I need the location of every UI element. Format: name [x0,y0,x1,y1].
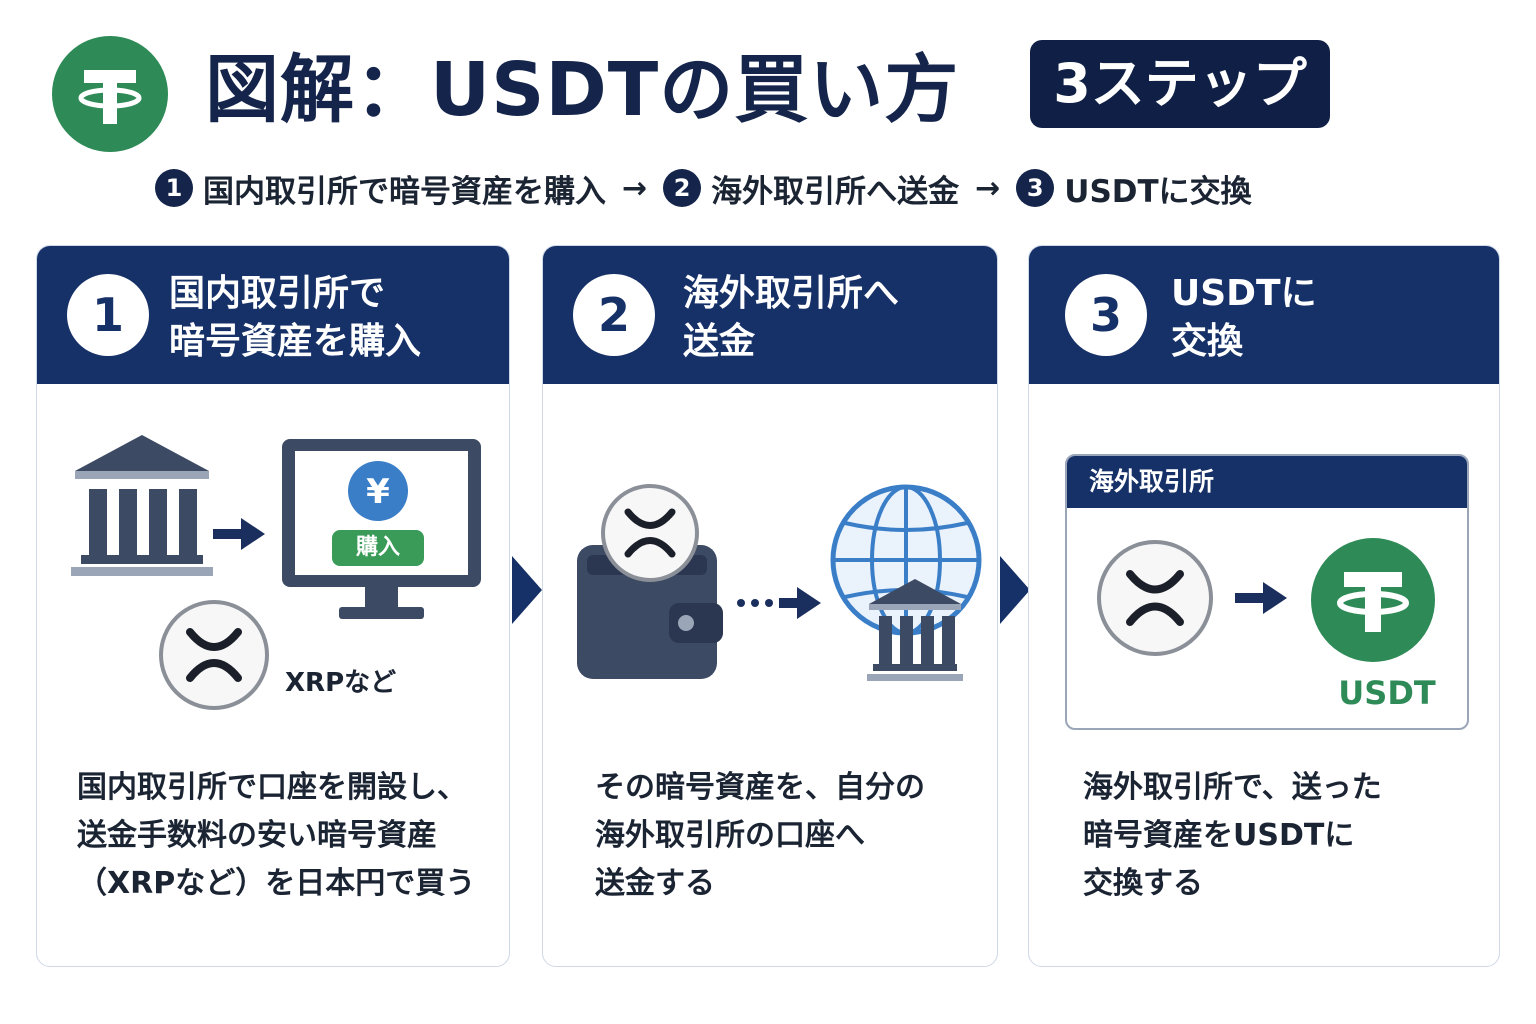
bank-icon [867,579,963,681]
step-3-desc-line-3: 交換する [1083,866,1203,901]
step-3-desc-line-2: 暗号資産をUSDTに [1083,818,1355,853]
arrow-right-icon [1235,582,1287,614]
usdt-label: USDT [1338,674,1436,712]
overseas-exchange-title: 海外取引所 [1067,456,1467,508]
step-2-desc-line-2: 海外取引所の口座へ [595,818,865,853]
step-3-title-line-1: USDTに [1171,273,1317,314]
step-2-desc-line-3: 送金する [595,866,715,901]
steps-badge: 3ステップ [1030,40,1330,128]
flow-step-1-label: 国内取引所で暗号資産を購入 [203,173,606,210]
step-2-number: 2 [573,274,655,356]
xrp-coin-icon [159,600,269,710]
flow-arrow-1: → [622,170,648,206]
step-1-title-line-1: 国内取引所で [169,273,386,314]
step-2-header: 2 海外取引所へ 送金 [543,246,997,384]
yen-coin-icon: ¥ [348,461,408,521]
overseas-exchange-box: 海外取引所 USDT [1065,454,1469,730]
xrp-coin-icon [1097,540,1213,656]
tether-icon [1311,538,1435,662]
xrp-note: XRPなど [285,668,397,698]
step-2-desc-line-1: その暗号資産を、自分の [595,770,925,805]
flow-step-1-number: 1 [155,169,193,207]
flow-step-3-label: USDTに交換 [1064,173,1252,210]
step-card-3: 3 USDTに 交換 海外取引所 USDT 海外取引所で、送った 暗号資産をUS… [1028,245,1500,967]
flow-arrow-2: → [975,170,1001,206]
flow-step-2-number: 2 [663,169,702,207]
flow-step-3-number: 3 [1016,169,1055,207]
flow-summary: 1 国内取引所で暗号資産を購入 → 2 海外取引所へ送金 → 3 USDTに交換 [155,165,1252,211]
step-2-title-line-2: 送金 [683,321,756,362]
step-card-1: 1 国内取引所で 暗号資産を購入 ¥ 購入 XRPなど 国内取引所で [36,245,510,967]
step-divider-arrow-2 [1000,556,1030,624]
step-3-title-line-2: 交換 [1171,321,1244,362]
step-3-header: 3 USDTに 交換 [1029,246,1499,384]
step-1-desc-line-1: 国内取引所で口座を開設し、 [77,770,467,805]
dotted-arrow-icon [737,587,821,619]
buy-label: 購入 [332,530,424,566]
step-1-number: 1 [67,274,149,356]
step-2-description: その暗号資産を、自分の 海外取引所の口座へ 送金する [595,764,925,908]
step-divider-arrow-1 [512,556,542,624]
tether-logo-icon [52,36,168,152]
bank-icon [71,435,213,576]
step-3-number: 3 [1065,274,1147,356]
step-1-desc-line-3: （XRPなど）を日本円で買う [77,866,476,901]
step-1-header: 1 国内取引所で 暗号資産を購入 [37,246,509,384]
xrp-coin-icon [601,484,699,582]
flow-step-2-label: 海外取引所へ送金 [711,173,960,210]
svg-text:¥: ¥ [366,472,390,512]
step-card-2: 2 海外取引所へ 送金 [542,245,998,967]
arrow-right-icon [213,518,265,550]
step-3-description: 海外取引所で、送った 暗号資産をUSDTに 交換する [1083,764,1382,908]
step-1-title: 国内取引所で 暗号資産を購入 [169,270,421,366]
step-3-desc-line-1: 海外取引所で、送った [1083,770,1382,805]
step-3-title: USDTに 交換 [1171,270,1317,366]
page-title: 図解：USDTの買い方 [205,47,960,133]
step-2-title-line-1: 海外取引所へ [683,273,900,314]
step-1-desc-line-2: 送金手数料の安い暗号資産 [77,818,437,853]
step-1-description: 国内取引所で口座を開設し、 送金手数料の安い暗号資産 （XRPなど）を日本円で買… [77,764,475,908]
step-2-title: 海外取引所へ 送金 [683,270,899,366]
step-1-title-line-2: 暗号資産を購入 [169,321,422,362]
